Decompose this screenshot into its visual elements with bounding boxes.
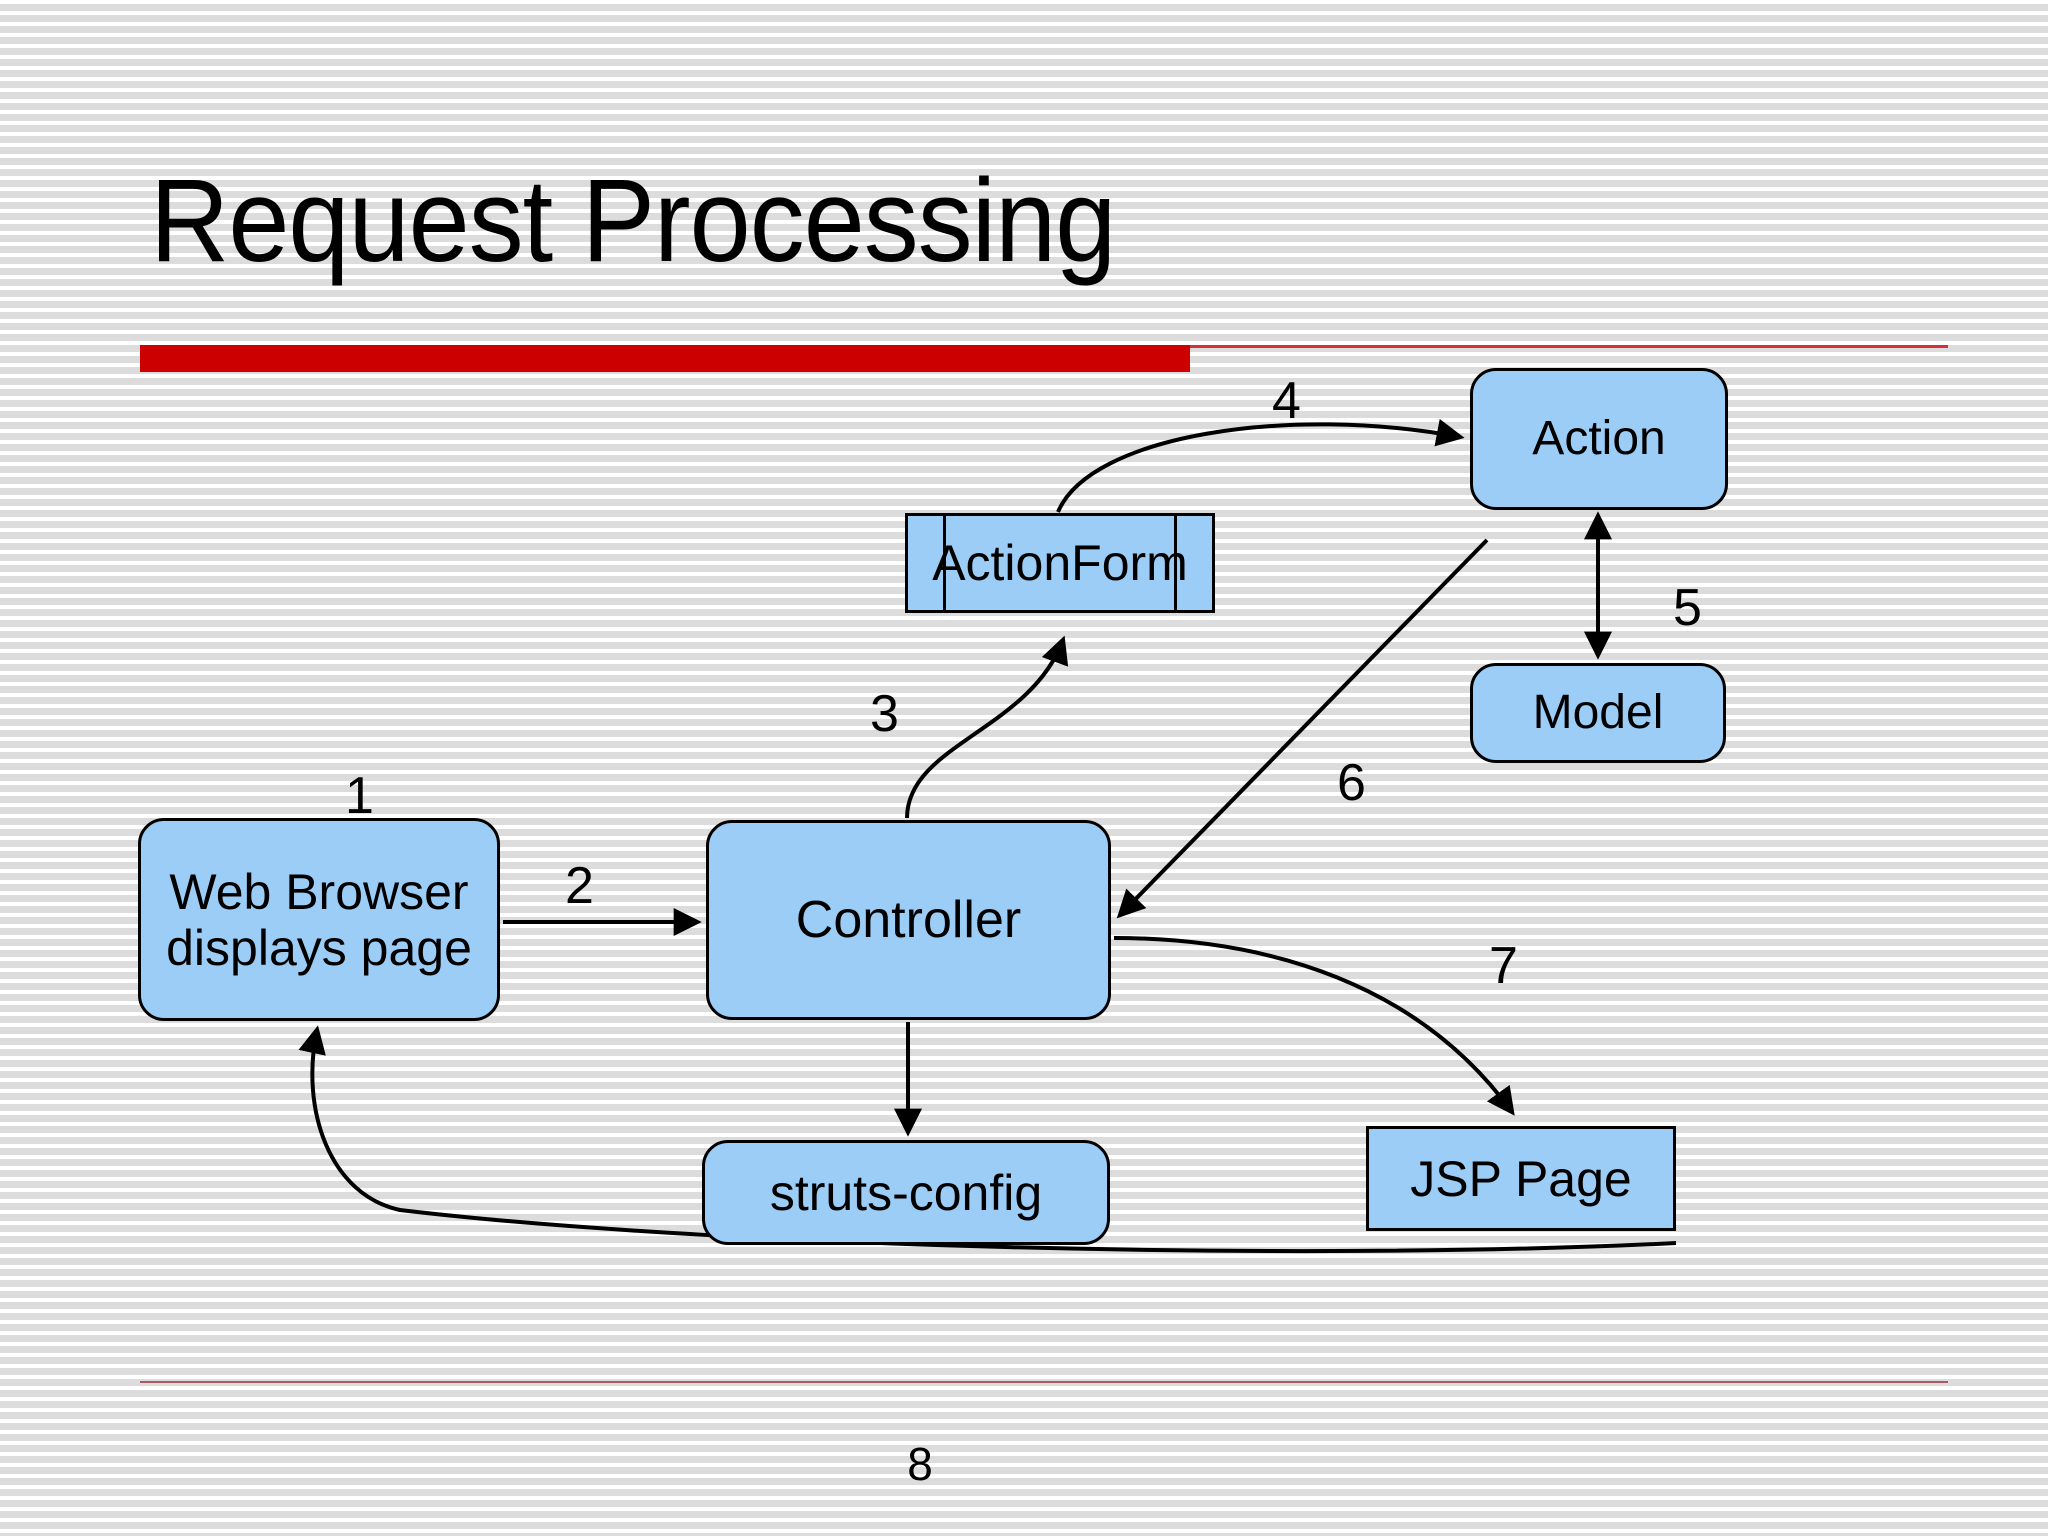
node-actionform[interactable]: ActionForm [905, 513, 1215, 613]
node-struts-config[interactable]: struts-config [702, 1140, 1110, 1245]
edge-label-4: 4 [1272, 372, 1301, 430]
subroutine-line-left [943, 516, 946, 610]
edge-label-7: 7 [1489, 937, 1518, 995]
node-model[interactable]: Model [1470, 663, 1726, 763]
edge-label-1: 1 [345, 767, 374, 825]
edge-label-2: 2 [565, 857, 594, 915]
subroutine-line-right [1174, 516, 1177, 610]
title-underline-thick [140, 345, 1190, 372]
edge-3-controller-to-actionform [905, 635, 1069, 819]
edge-label-6: 6 [1337, 754, 1366, 812]
footer-rule [140, 1381, 1948, 1383]
node-action[interactable]: Action [1470, 368, 1728, 510]
node-actionform-label: ActionForm [932, 535, 1188, 591]
edge-label-5: 5 [1673, 579, 1702, 637]
edge-4-actionform-to-action [1056, 418, 1465, 513]
node-jsp-page[interactable]: JSP Page [1366, 1126, 1676, 1231]
page-title: Request Processing [150, 155, 1116, 287]
node-controller[interactable]: Controller [706, 820, 1111, 1020]
page-number: 8 [907, 1438, 933, 1490]
edge-7-controller-to-jsp [1113, 936, 1515, 1116]
edge-label-3: 3 [870, 685, 899, 743]
node-web-browser[interactable]: Web Browser displays page [138, 818, 500, 1021]
